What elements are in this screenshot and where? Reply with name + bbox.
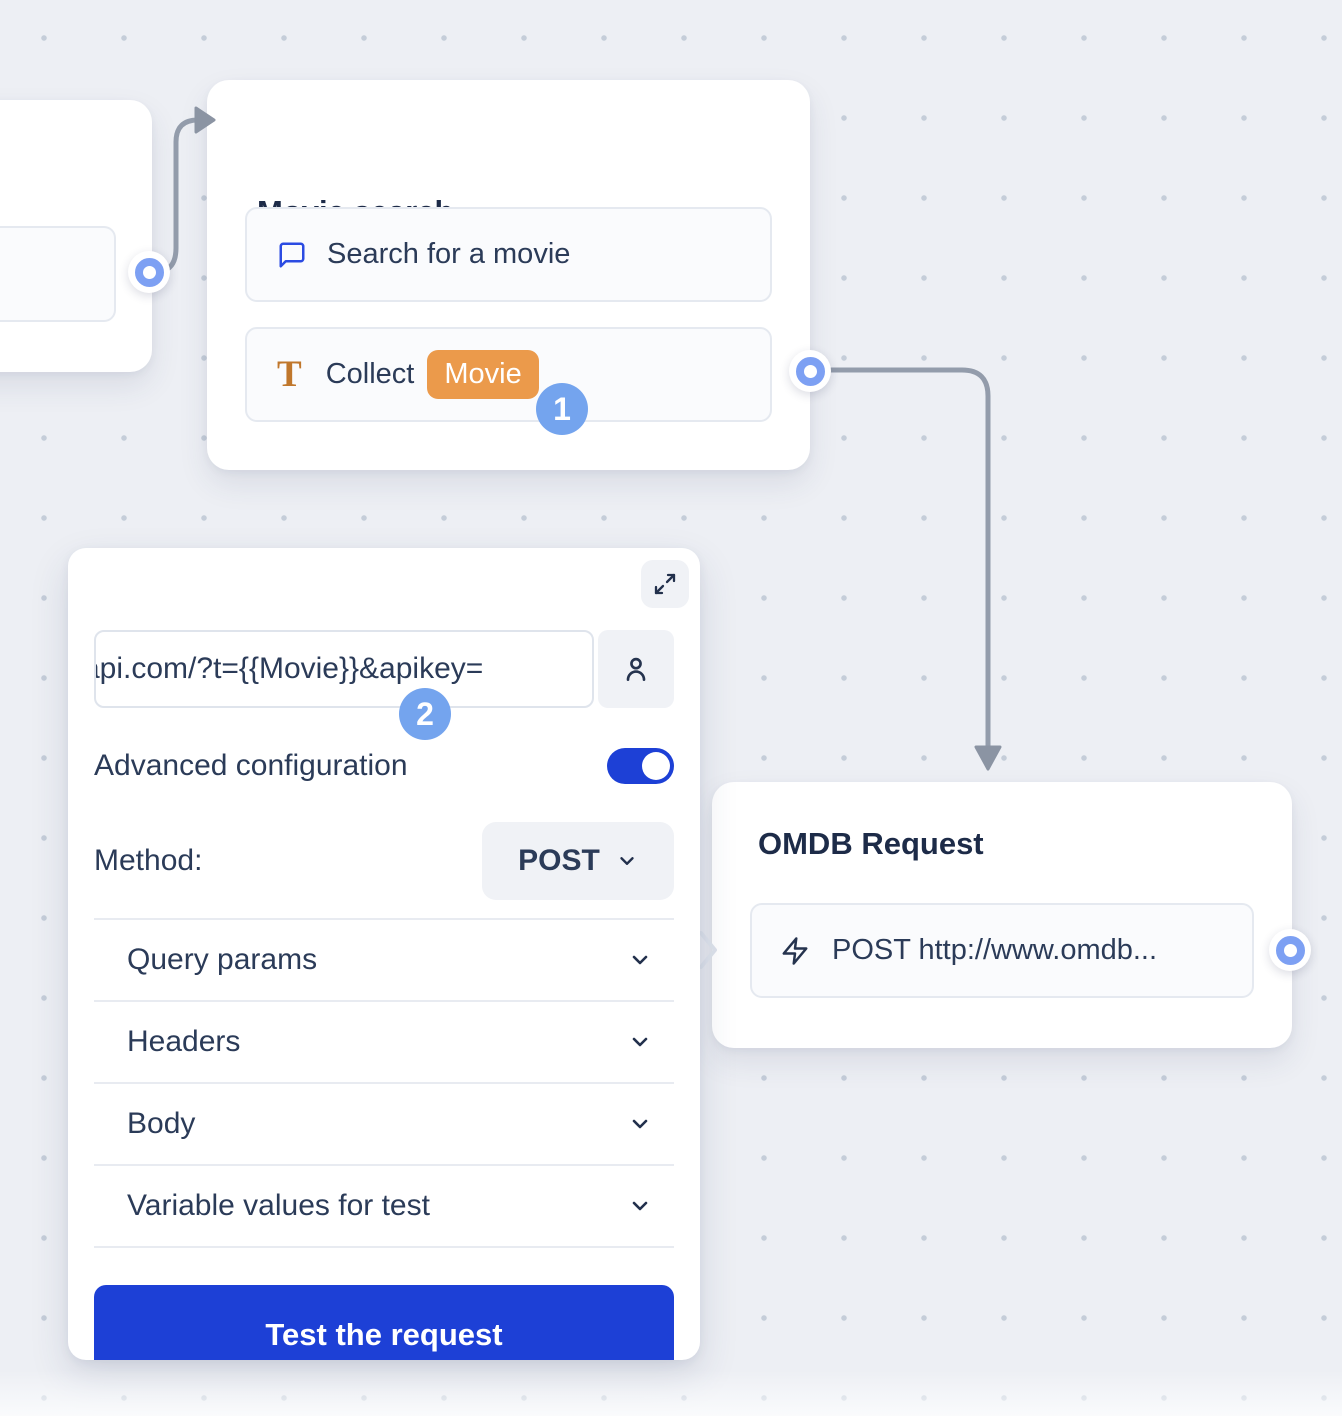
section-label: Headers [127,1025,241,1058]
output-port-movie-search[interactable] [789,350,831,392]
chat-bubble-icon [277,240,307,270]
expand-panel-button[interactable] [641,560,689,608]
chevron-down-icon [628,1030,674,1054]
chevron-down-icon [628,1112,674,1136]
section-variable-values[interactable]: Variable values for test [94,1166,674,1246]
partial-left-node-item[interactable] [0,226,116,322]
movie-search-item-question[interactable]: Search for a movie [245,207,772,302]
url-input-value: api.com/?t={{Movie}}&apikey= [94,652,484,685]
step-badge-2: 2 [399,688,451,740]
output-port-left-node[interactable] [128,251,170,293]
output-port-omdb[interactable] [1269,929,1311,971]
omdb-request-node[interactable]: OMDB Request POST http://www.omdb... [712,782,1292,1048]
connector-movie-search-to-omdb [827,367,991,751]
item-label: POST http://www.omdb... [832,934,1158,966]
movie-search-item-collect[interactable]: T Collect Movie [245,327,772,422]
section-label: Variable values for test [127,1189,430,1222]
section-headers[interactable]: Headers [94,1002,674,1082]
test-request-button[interactable]: Test the request [94,1285,674,1360]
url-input[interactable]: api.com/?t={{Movie}}&apikey= [94,630,594,708]
method-value: POST [518,844,600,877]
variable-chip-movie[interactable]: Movie [427,350,539,399]
step-badge-1: 1 [536,383,588,435]
divider [94,1000,674,1002]
chevron-down-icon [628,948,674,972]
section-label: Body [127,1107,196,1140]
omdb-item-webhook[interactable]: POST http://www.omdb... [750,903,1254,998]
advanced-configuration-label: Advanced configuration [94,749,408,782]
movie-search-node[interactable]: Movie search Search for a movie T Collec… [207,80,810,470]
arrowhead-into-omdb [974,745,1002,771]
divider [94,1082,674,1084]
expand-icon [653,572,677,596]
method-label: Method: [94,844,203,877]
section-body[interactable]: Body [94,1084,674,1164]
lightning-icon [780,936,810,966]
advanced-configuration-toggle[interactable] [607,748,674,784]
chevron-down-icon [628,1194,674,1218]
webhook-config-panel[interactable]: api.com/?t={{Movie}}&apikey= Advanced co… [68,548,700,1360]
item-label: Search for a movie [327,238,571,270]
partial-left-node[interactable] [0,100,152,372]
node-title: OMDB Request [758,826,984,861]
section-label: Query params [127,943,318,976]
insert-variable-button[interactable] [598,630,674,708]
divider [94,1164,674,1166]
person-icon [620,653,652,685]
item-label: Collect [325,358,415,390]
divider [94,1246,674,1248]
chevron-down-icon [616,850,638,872]
divider [94,918,674,920]
input-port-omdb[interactable] [698,930,720,975]
bottom-fade [0,1370,1342,1416]
connector-left-to-movie-search [159,117,201,274]
section-query-params[interactable]: Query params [94,920,674,1000]
method-select[interactable]: POST [482,822,674,900]
text-collect-icon: T [277,353,302,395]
